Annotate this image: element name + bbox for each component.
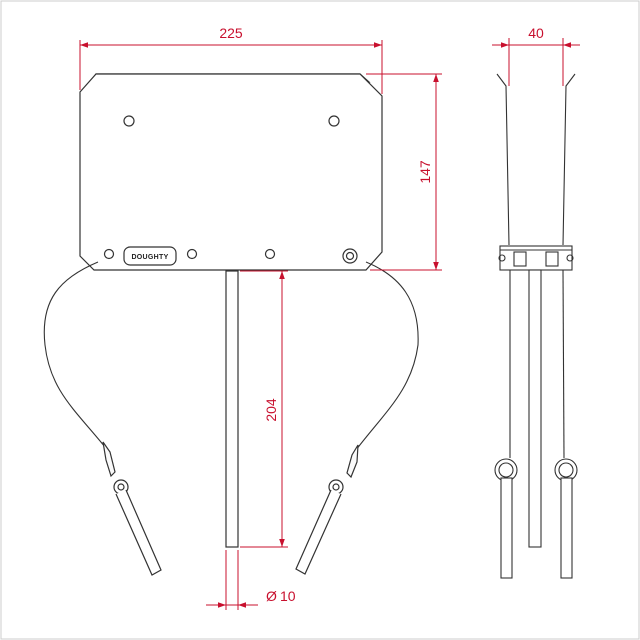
safety-wire-left bbox=[43, 261, 106, 448]
front-view bbox=[43, 73, 419, 576]
mounting-plate bbox=[79, 73, 383, 271]
side-pin-left bbox=[500, 477, 513, 579]
safety-clip-left bbox=[102, 441, 162, 576]
side-rod bbox=[528, 269, 542, 548]
dimension-depth-label: 40 bbox=[528, 25, 544, 41]
dimension-width-label: 225 bbox=[219, 25, 243, 41]
safety-wire-right bbox=[355, 261, 419, 451]
side-pin-right bbox=[560, 477, 573, 579]
bottom-eyelet-right bbox=[342, 248, 358, 264]
side-view bbox=[494, 73, 578, 579]
center-rod bbox=[225, 270, 239, 548]
bottom-screw-mid-left bbox=[186, 248, 198, 260]
dimension-rod-length-label: 204 bbox=[263, 398, 279, 422]
brand-badge bbox=[123, 246, 177, 266]
mounting-hole-top-left bbox=[123, 115, 135, 127]
diameter-symbol: Ø bbox=[266, 588, 277, 604]
bottom-screw-left bbox=[103, 248, 115, 260]
dimension-lines bbox=[79, 38, 580, 610]
dimension-height-label: 147 bbox=[417, 160, 433, 184]
dimension-rod-diameter-label: 10 bbox=[280, 588, 296, 604]
mounting-hole-top-right bbox=[328, 115, 340, 127]
safety-clip-right bbox=[295, 444, 359, 575]
brand-label: DOUGHTY bbox=[131, 254, 168, 261]
bottom-screw-mid-right bbox=[264, 248, 276, 260]
